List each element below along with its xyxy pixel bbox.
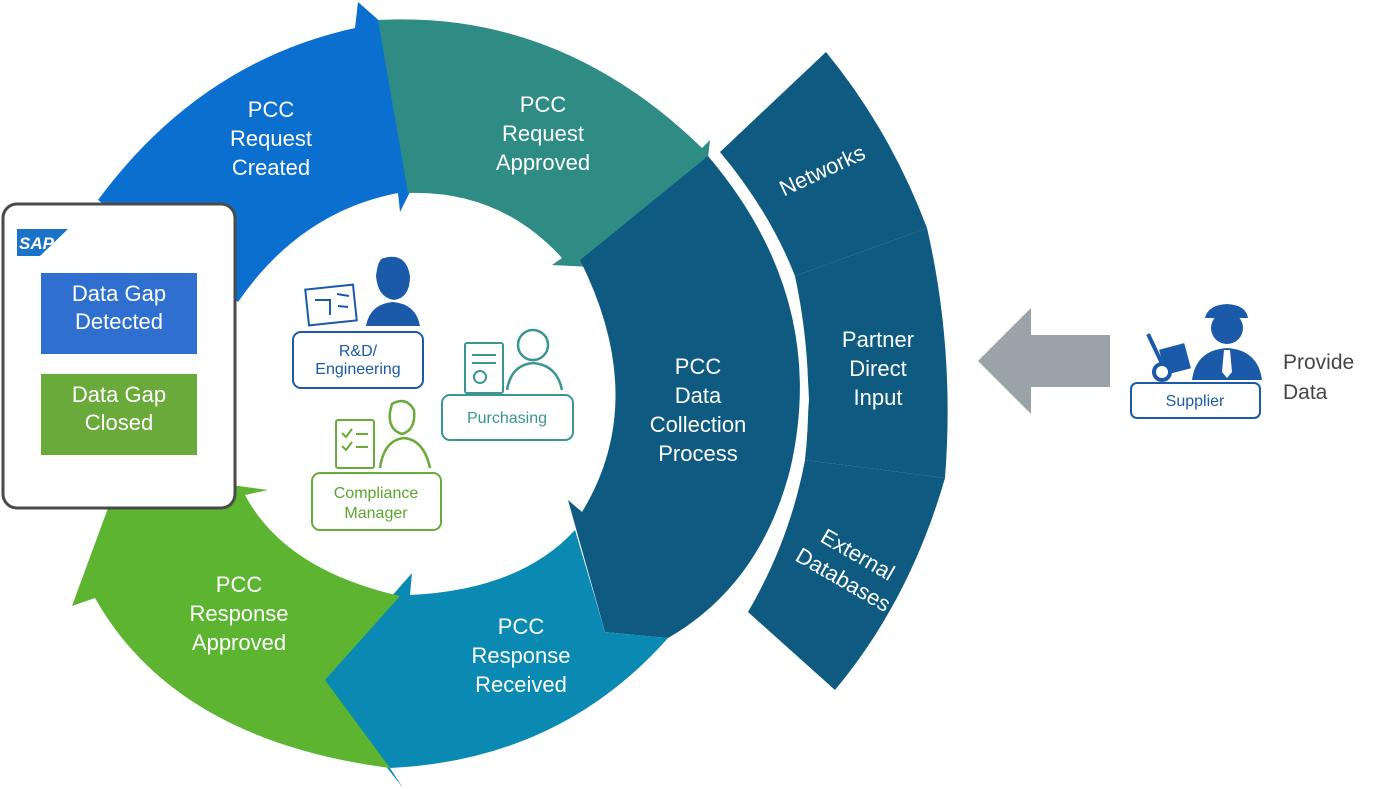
rd-engineering-label-line: R&D/ xyxy=(339,343,378,360)
rd-engineering-badge[interactable] xyxy=(292,331,424,389)
request-created-label-line: PCC xyxy=(248,97,295,122)
response-approved-label-line: PCC xyxy=(216,572,263,597)
data-gap-detected-label-line: Data Gap xyxy=(72,281,166,306)
request-created-label-line: Created xyxy=(232,155,310,180)
partner-input-label-line: Input xyxy=(854,385,903,410)
partner-input-band[interactable] xyxy=(795,228,948,478)
request-approved-label-line: Request xyxy=(502,121,584,146)
purchasing-label: Purchasing xyxy=(467,410,547,427)
supplier-badge[interactable] xyxy=(1130,382,1261,419)
partner-input-label-line: Direct xyxy=(849,356,906,381)
certificate-icon xyxy=(464,342,504,394)
provide-data-arrow xyxy=(978,308,1110,414)
data-gap-closed-label-line: Closed xyxy=(85,410,153,435)
data-collection-label-line: PCC xyxy=(675,354,722,379)
role-purchasing: Purchasing xyxy=(441,328,574,441)
request-approved-label-line: PCC xyxy=(520,92,567,117)
data-collection-label-line: Process xyxy=(658,441,737,466)
networks-band[interactable] xyxy=(720,52,927,276)
response-received-segment[interactable] xyxy=(318,530,668,788)
engineer-person-icon xyxy=(366,256,420,326)
response-approved-segment[interactable] xyxy=(72,470,400,768)
checklist-icon xyxy=(335,419,375,469)
response-approved-label-line: Response xyxy=(189,601,288,626)
data-gap-closed-label-line: Data Gap xyxy=(72,382,166,407)
request-approved-label-line: Approved xyxy=(496,150,590,175)
provide-data-label-line: Data xyxy=(1283,381,1328,404)
partner-input-label-line: Partner xyxy=(842,327,914,352)
response-received-label-line: Received xyxy=(475,672,567,697)
sap-logo-text: SAP xyxy=(19,234,55,253)
data-gap-detected-box[interactable] xyxy=(41,273,197,354)
compliance-person-icon xyxy=(378,399,432,469)
compliance-manager-badge[interactable] xyxy=(311,472,442,531)
provide-data-label-line: Provide xyxy=(1283,351,1354,374)
data-collection-label-line: Collection xyxy=(650,412,747,437)
source-bands xyxy=(708,52,948,690)
response-received-label-line: PCC xyxy=(498,614,545,639)
purchasing-label-line: Purchasing xyxy=(467,410,547,427)
purchasing-badge[interactable] xyxy=(441,394,574,441)
request-created-label-line: Request xyxy=(230,126,312,151)
supplier-label: Supplier xyxy=(1166,393,1225,410)
external-databases-band[interactable] xyxy=(748,460,945,690)
rd-engineering-label-line: Engineering xyxy=(315,361,400,378)
data-collection-segment[interactable] xyxy=(568,156,800,638)
rd-engineering-label: R&D/Engineering xyxy=(315,343,400,378)
response-approved-label-line: Approved xyxy=(192,630,286,655)
response-received-label-line: Response xyxy=(471,643,570,668)
data-gap-closed-box[interactable] xyxy=(41,374,197,455)
compliance-manager-label-line: Compliance xyxy=(334,485,419,502)
supplier-person-icon xyxy=(1192,304,1262,380)
purchaser-person-icon xyxy=(505,328,564,391)
hand-truck-icon xyxy=(1146,333,1191,382)
sap-logo xyxy=(17,229,68,256)
role-rd-engineering: R&D/Engineering xyxy=(292,256,424,389)
data-collection-label-line: Data xyxy=(675,383,722,408)
data-gap-detected-label-line: Detected xyxy=(75,309,163,334)
request-approved-segment[interactable] xyxy=(378,19,710,272)
compliance-manager-label-line: Manager xyxy=(344,505,408,522)
blueprint-icon xyxy=(304,283,358,327)
band-separator xyxy=(708,152,810,613)
